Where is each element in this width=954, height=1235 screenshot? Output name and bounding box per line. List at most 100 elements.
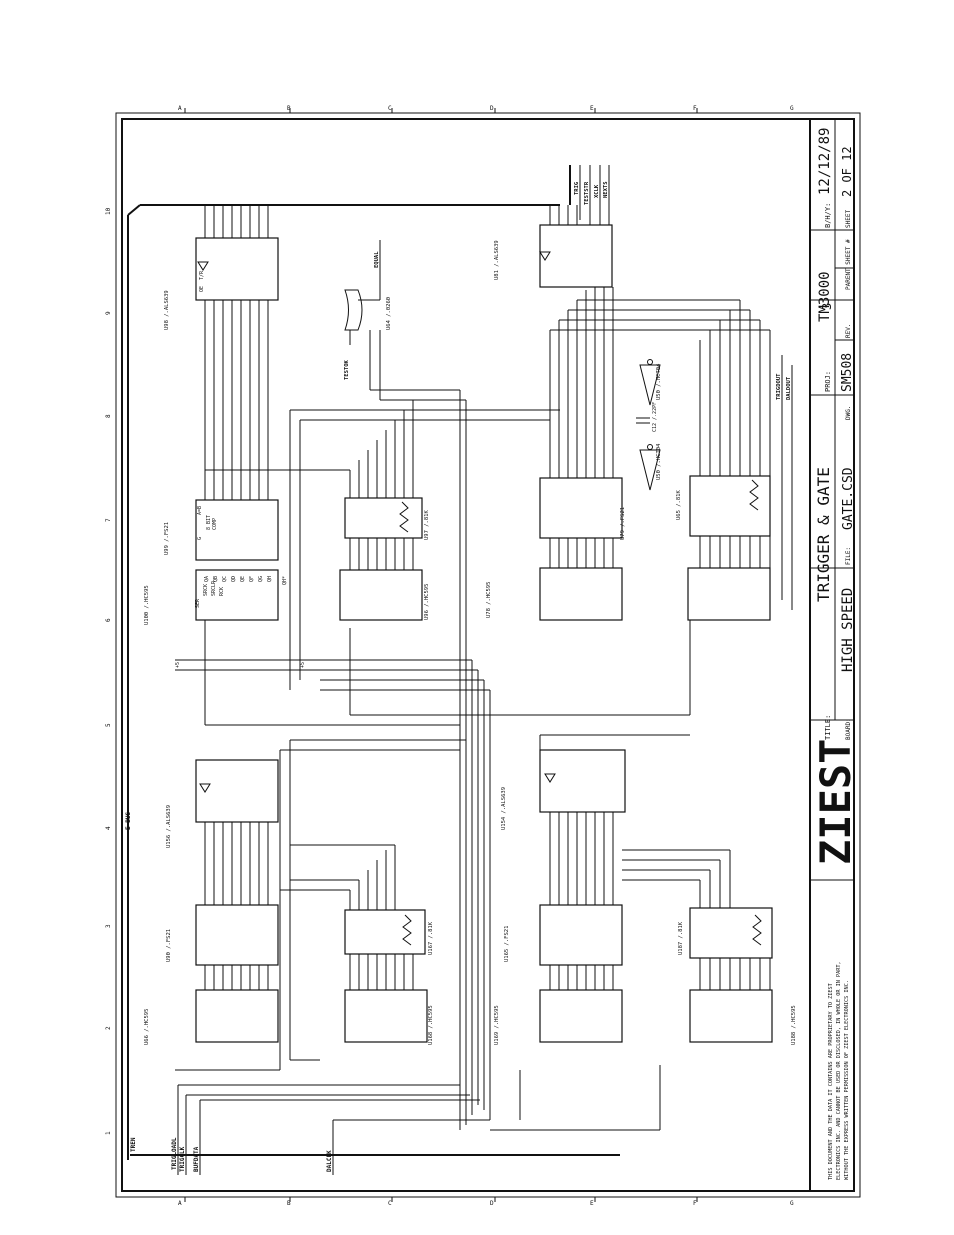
zone-letter: D bbox=[490, 105, 494, 112]
dwg-label: DWG. bbox=[845, 406, 852, 420]
proj-value: TM3000 bbox=[817, 271, 833, 322]
notice-line-2: ELECTRONICS INC. AND CANNOT BE USED OR D… bbox=[836, 961, 842, 1180]
chip-u78-label: U78 /.HC595 bbox=[486, 582, 492, 618]
board-label: BOARD: bbox=[845, 718, 852, 740]
chip-u99-label: U99 /.FS21 bbox=[164, 522, 170, 555]
zone-numbers-left: 1 2 3 4 5 6 7 8 9 10 bbox=[105, 207, 112, 1135]
chip-u97-label: U97 /.81K bbox=[424, 510, 430, 540]
chip-u81-label: U81 /.ALS639 bbox=[494, 240, 500, 280]
chip-u66-label: U66 /.HC595 bbox=[144, 1009, 150, 1045]
signal-testok: TESTOK bbox=[344, 359, 350, 380]
pin-label: G bbox=[197, 537, 203, 540]
chip-u78 bbox=[539, 567, 623, 621]
chip-u165-label: U165 /.FS21 bbox=[504, 926, 510, 962]
chip-u98 bbox=[195, 237, 279, 301]
signal-daldout: DALDOUT bbox=[786, 376, 792, 400]
pin-label: +5 bbox=[300, 662, 306, 668]
right-output-signals: TRIG TESTSTR XCLK NEXTS TRIGDOUT DALDOUT bbox=[569, 165, 793, 610]
board-value: HIGH SPEED bbox=[840, 588, 856, 672]
signal-nexts: NEXTS bbox=[603, 181, 609, 198]
zone-letter: A bbox=[178, 105, 182, 112]
zone-letter: B bbox=[287, 105, 291, 112]
chip-u90 bbox=[195, 904, 279, 966]
buffer-triangle-icon bbox=[544, 773, 556, 783]
pin-label: QF bbox=[249, 576, 255, 582]
rev-label: REV. bbox=[845, 324, 852, 338]
sheet-label: SHEET bbox=[845, 210, 852, 228]
chip-u81 bbox=[539, 224, 613, 288]
chip-u169-label: U169 /.HC595 bbox=[494, 1005, 500, 1045]
pin-label: COMP bbox=[212, 518, 218, 530]
chip-u100-label: U100 /.HC595 bbox=[144, 585, 150, 625]
pin-label: QC bbox=[222, 576, 228, 582]
zone-letters-top: A B C D E F G bbox=[178, 105, 794, 112]
chip-u187 bbox=[689, 907, 773, 959]
pin-label: QD bbox=[231, 576, 237, 582]
chip-u96 bbox=[339, 569, 423, 621]
signal-trigclk: TRIGCLK bbox=[179, 1146, 186, 1172]
chip-u169 bbox=[539, 989, 623, 1043]
zone-letter: F bbox=[693, 105, 697, 112]
file-label: FILE: bbox=[845, 547, 852, 565]
signal-trig: TRIG bbox=[574, 181, 580, 195]
chip-u188-label: U188 /.HC595 bbox=[791, 1005, 797, 1045]
resistor-symbol bbox=[749, 479, 759, 511]
chip-u188 bbox=[689, 989, 773, 1043]
chip-u79-label: U79 /.FS21 bbox=[620, 507, 626, 540]
zone-number: 3 bbox=[105, 924, 112, 928]
zone-number: 1 bbox=[105, 1131, 112, 1135]
zone-letter: A bbox=[178, 1200, 182, 1207]
chip-u156-label: U156 /.ALS639 bbox=[166, 805, 172, 848]
pin-label: SRCLR bbox=[211, 580, 217, 596]
zone-number: 5 bbox=[105, 723, 112, 727]
signal-equal: EQUAL bbox=[374, 251, 380, 268]
sheet-value: 2 OF 12 bbox=[840, 146, 854, 197]
signal-dalclk: DALCLK bbox=[326, 1150, 333, 1172]
chip-u97 bbox=[344, 497, 423, 539]
signal-teststr: TESTSTR bbox=[584, 181, 590, 205]
zone-letter: G bbox=[790, 105, 794, 112]
pin-label: SER bbox=[195, 598, 201, 608]
zone-number: 8 bbox=[105, 414, 112, 418]
title-block: B/H/Y: 12/12/89 SHEET 2 OF 12 PARENT SHE… bbox=[809, 119, 860, 1191]
signal-trigloadl: TRIGLOADL bbox=[171, 1137, 178, 1170]
notice-line-3: WITHOUT THE EXPRESS WRITTEN PERMISSION O… bbox=[844, 980, 850, 1180]
file-value: GATE.CSD bbox=[841, 467, 856, 530]
cap-c12-label: C12 /.22PF bbox=[652, 402, 658, 432]
chip-u65-sr bbox=[687, 567, 771, 621]
buffer-triangle-icon bbox=[199, 783, 211, 793]
zone-letter: E bbox=[590, 1200, 594, 1207]
chip-u66 bbox=[195, 989, 279, 1043]
chip-u165 bbox=[539, 904, 623, 966]
zone-letter: D bbox=[490, 1200, 494, 1207]
inverter-bubble-icon bbox=[647, 359, 653, 365]
resistor-symbol bbox=[399, 501, 409, 533]
pin-label: QH bbox=[267, 576, 273, 582]
zone-number: 9 bbox=[105, 311, 112, 315]
zone-number: 4 bbox=[105, 826, 112, 830]
block-bottom-right: U169 /.HC595 U165 /.FS21 U188 /.HC595 U1… bbox=[490, 734, 797, 1131]
zone-ticks bbox=[184, 108, 698, 1202]
left-signal-buses: TREN TRIGLOADL TRIGCLK BUFDATA DALCLK E … bbox=[125, 204, 691, 1175]
chip-u90-label: U90 /.FS21 bbox=[166, 929, 172, 962]
dwg-value: SM508 bbox=[840, 353, 855, 392]
zone-letters-bottom: A B C D E F G bbox=[178, 1200, 794, 1207]
rev-value: 3 bbox=[820, 303, 834, 310]
company-logo: ZIEST bbox=[811, 739, 860, 865]
signal-xclk: XCLK bbox=[594, 184, 600, 198]
zone-letter: G bbox=[790, 1200, 794, 1207]
e-bus-label: E BUS bbox=[125, 812, 132, 830]
pin-label: QE bbox=[240, 576, 246, 582]
pin-label: QA bbox=[204, 576, 210, 582]
chip-u154 bbox=[539, 749, 626, 813]
zone-letter: C bbox=[388, 105, 392, 112]
zone-letter: B bbox=[287, 1200, 291, 1207]
chip-u168 bbox=[344, 989, 428, 1043]
buffer-triangle-icon bbox=[197, 261, 209, 271]
drawing-title: TRIGGER & GATE bbox=[814, 467, 833, 602]
zone-letter: F bbox=[693, 1200, 697, 1207]
pin-label: QB bbox=[213, 576, 219, 582]
resistor-symbol bbox=[752, 914, 762, 946]
date-value: 12/12/89 bbox=[817, 128, 833, 195]
